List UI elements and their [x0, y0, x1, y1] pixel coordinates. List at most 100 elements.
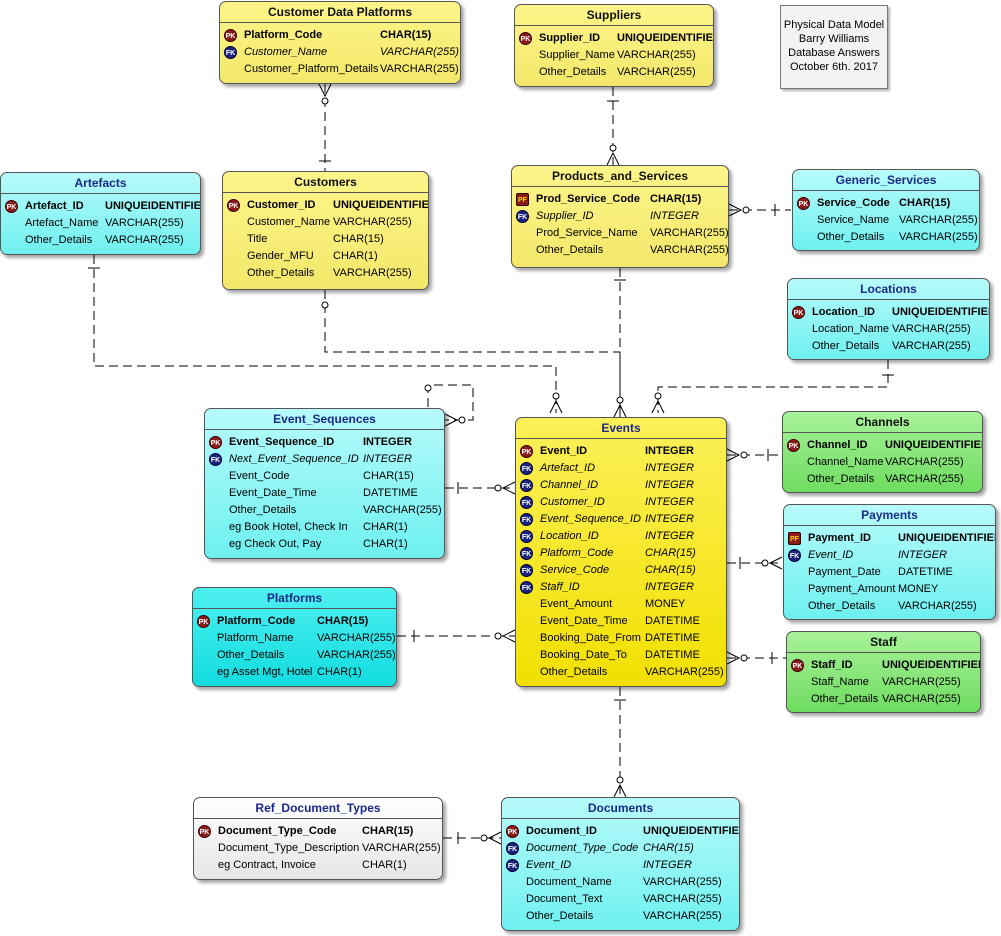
attribute-name: Supplier_Name [539, 49, 615, 61]
attribute-type: CHAR(1) [333, 250, 378, 262]
foreign-key-icon: FK [224, 46, 237, 59]
attribute-type: VARCHAR(255) [105, 234, 184, 246]
attribute-name: Other_Details [536, 244, 604, 256]
attribute-name: Event_Date_Time [229, 487, 317, 499]
foreign-key-icon: FK [520, 564, 533, 577]
attribute-type: UNIQUEIDENTIFIER [898, 532, 996, 544]
attribute-type: CHAR(15) [317, 615, 369, 627]
attribute-type: VARCHAR(255) [885, 473, 964, 485]
rel-locations-events [657, 360, 889, 413]
attribute-name: Payment_Amount [808, 583, 896, 595]
model-info-note: Physical Data Model Barry Williams Datab… [780, 5, 888, 89]
attribute-type: CHAR(15) [363, 470, 414, 482]
primary-key-icon: PK [520, 445, 533, 458]
attribute-name: Customer_ID [540, 496, 605, 508]
